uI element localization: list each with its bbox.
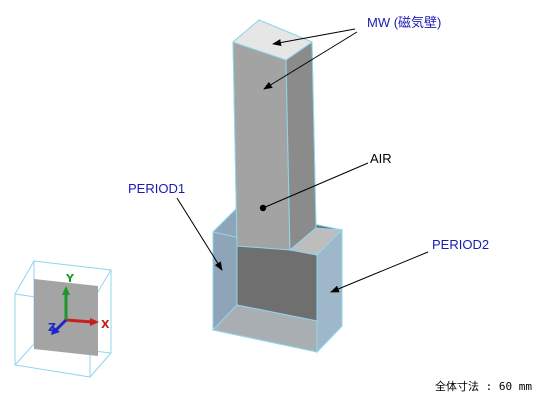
mw-arrow-1: [272, 28, 356, 47]
z-axis-arrowhead: [51, 326, 60, 335]
period2-label: PERIOD2: [432, 237, 489, 252]
orientation-triad[interactable]: X Y Z: [14, 260, 112, 378]
y-axis-arrowhead: [62, 286, 70, 295]
ledge-top-face: [288, 227, 344, 256]
dimension-label: 全体寸法 : 60 mm: [435, 379, 532, 393]
z-axis-label: Z: [48, 321, 56, 334]
x-axis-line: [65, 318, 93, 324]
callout-arrows: [176, 28, 429, 293]
air-leader-line: [262, 162, 369, 209]
mw-label: MW (磁気壁): [367, 15, 441, 30]
column-front-face: [232, 41, 291, 251]
waveguide-model: [212, 18, 344, 354]
z-axis-line: [54, 318, 68, 332]
y-axis-label: Y: [65, 272, 75, 285]
period2-arrow: [330, 251, 429, 293]
air-label: AIR: [370, 151, 392, 166]
x-axis-arrowhead: [90, 318, 99, 326]
period1-label: PERIOD1: [128, 181, 185, 196]
period1-arrow: [176, 197, 223, 271]
air-marker-dot: [259, 204, 267, 212]
mw-arrow-2: [263, 31, 358, 90]
x-axis-label: X: [101, 318, 110, 331]
